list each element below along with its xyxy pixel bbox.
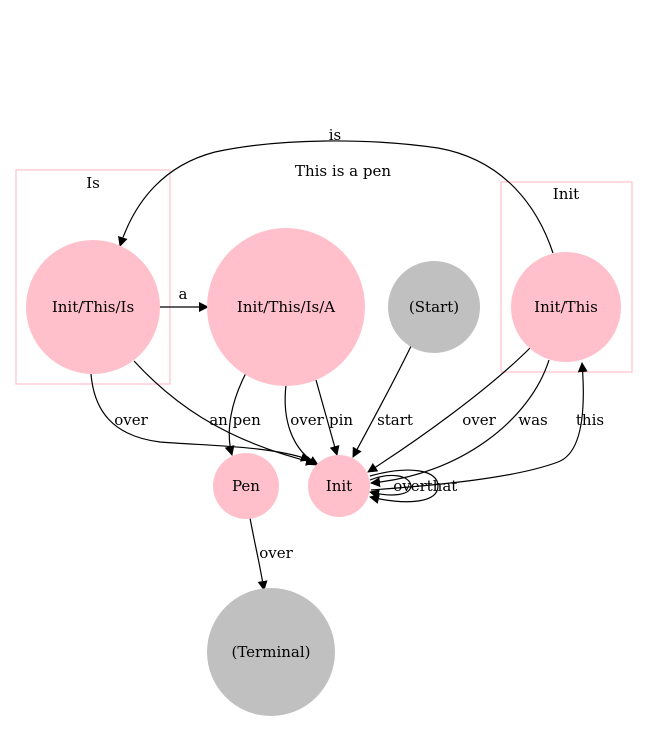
edge-label-self-that: that <box>427 477 458 495</box>
edge-label-pin: pin <box>329 411 353 429</box>
node-pen-label: Pen <box>232 477 260 495</box>
diagram-title: This is a pen <box>295 162 391 180</box>
node-init-this-is-label: Init/This/Is <box>52 298 134 316</box>
edge-a-to-init-over <box>284 384 319 466</box>
node-init-this: Init/This <box>511 252 621 362</box>
cluster-init-border <box>500 181 633 373</box>
node-init-this-shape <box>511 252 621 362</box>
edge-init-this-to-init-over <box>367 347 531 473</box>
node-init-this-is: Init/This/Is <box>26 240 160 374</box>
edge-label-over-3: over <box>462 411 496 429</box>
node-terminal: (Terminal) <box>207 588 335 716</box>
edge-start-to-init <box>352 341 414 458</box>
edge-init-this-to-init-this-is <box>118 140 554 254</box>
edge-label-this: this <box>576 411 604 429</box>
edge-init-self-that <box>369 469 439 504</box>
edge-init-self-over <box>369 474 412 500</box>
cluster-init-label: Init <box>553 185 579 203</box>
edge-label-over-4: over <box>259 544 293 562</box>
edge-init-to-init-this <box>370 362 588 491</box>
cluster-is-label: Is <box>86 174 100 192</box>
node-init-this-is-shape <box>26 240 160 374</box>
edge-label-was: was <box>518 411 547 429</box>
edge-label-self-over: over <box>393 477 427 495</box>
cluster-is-border <box>15 169 171 385</box>
node-init-this-label: Init/This <box>534 298 598 316</box>
node-start: (Start) <box>388 261 480 353</box>
node-init: Init <box>308 455 370 517</box>
edge-init-this-is-to-init-plain <box>133 360 316 466</box>
edge-label-a: a <box>179 285 188 303</box>
node-init-this-is-a-label: Init/This/Is/A <box>237 298 335 316</box>
node-init-label: Init <box>326 477 352 495</box>
node-init-shape <box>308 455 370 517</box>
node-terminal-label: (Terminal) <box>231 643 310 661</box>
node-terminal-shape <box>207 588 335 716</box>
edge-label-is: is <box>329 126 342 144</box>
edge-a-to-init-pin <box>315 379 340 456</box>
node-init-this-is-a-shape <box>207 228 365 386</box>
cluster-init: Init <box>500 181 633 373</box>
node-init-this-is-a: Init/This/Is/A <box>207 228 365 386</box>
edge-label-over-2: over <box>290 411 324 429</box>
edge-pen-to-terminal <box>249 517 268 591</box>
node-pen-shape <box>213 453 279 519</box>
edge-label-an-pen: an pen <box>209 411 261 429</box>
edge-label-over-1: over <box>114 411 148 429</box>
node-start-shape <box>388 261 480 353</box>
node-start-label: (Start) <box>409 298 459 316</box>
edge-a-to-pen <box>224 372 247 456</box>
edge-label-start: start <box>377 411 413 429</box>
cluster-is: Is <box>15 169 171 385</box>
node-pen: Pen <box>213 453 279 519</box>
